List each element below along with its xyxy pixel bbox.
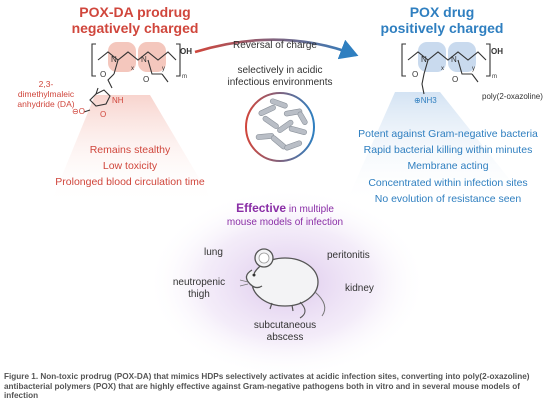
right-o-label-1: O [412, 70, 419, 79]
drug-properties: Potent against Gram-negative bacteria Ra… [348, 126, 548, 207]
blue-highlight-fan [345, 92, 530, 205]
arrow-label: Reversal of charge [233, 40, 317, 51]
left-n-label-2: N [141, 55, 147, 64]
drug-property: Concentrated within infection sites [368, 176, 528, 189]
site-subcutaneous-abscess: subcutaneous abscess [245, 320, 325, 344]
right-o-label-2: O [452, 75, 459, 84]
site-neutropenic: neutropenic [172, 277, 226, 288]
effective-bold: Effective [236, 201, 287, 215]
site-subcutaneous: subcutaneous [253, 320, 317, 331]
bacteria-icon [245, 92, 315, 162]
condition-line2: infectious environments [227, 77, 333, 88]
right-sub-y: y [472, 66, 475, 72]
right-oh-label: OH [491, 47, 503, 56]
drug-title-line2: positively charged [380, 20, 504, 36]
drug-property: No evolution of resistance seen [374, 192, 522, 205]
arrow-icon [194, 38, 359, 60]
drug-property: Membrane acting [407, 160, 489, 173]
site-peritonitis: peritonitis [327, 250, 370, 261]
effective-line1: Effective in multiple [195, 202, 375, 216]
prodrug-property: Prolonged blood circulation time [55, 176, 205, 189]
drug-property: Rapid bacterial killing within minutes [363, 144, 533, 157]
drug-title: POX drug positively charged [372, 4, 512, 36]
left-o-minus-label: ⊖O [72, 107, 85, 116]
left-sub-x: x [131, 66, 134, 72]
drug-property: Potent against Gram-negative bacteria [358, 128, 538, 140]
pox-structure [401, 42, 491, 95]
prodrug-title-line2: negatively charged [71, 20, 199, 36]
effective-heading: Effective in multiple mouse models of in… [195, 202, 375, 229]
left-nh-label: NH [112, 96, 124, 105]
left-o-label-1: O [100, 70, 107, 79]
drug-title-line1: POX drug [409, 4, 475, 20]
prodrug-title: POX-DA prodrug negatively charged [70, 4, 200, 36]
condition-label: selectively in acidic infectious environ… [205, 65, 355, 89]
figure-caption: Figure 1. Non-toxic prodrug (POX-DA) tha… [4, 372, 530, 401]
effective-rest: in multiple [286, 204, 334, 215]
left-sub-y: y [162, 66, 165, 72]
prodrug-properties: Remains stealthy Low toxicity Prolonged … [30, 142, 230, 191]
da-label-line2: anhydride (DA) [17, 99, 75, 109]
site-neutropenic-thigh: neutropenic thigh [164, 277, 234, 301]
site-lung: lung [204, 247, 223, 258]
red-highlight-fan [50, 95, 215, 205]
mouse-icon [239, 248, 326, 319]
site-thigh: thigh [188, 289, 210, 300]
prodrug-property: Low toxicity [102, 160, 158, 173]
prodrug-title-line1: POX-DA prodrug [79, 4, 191, 20]
condition-line1: selectively in acidic [237, 65, 323, 76]
right-sub-m: m [492, 74, 497, 80]
prodrug-property: Remains stealthy [89, 144, 171, 156]
da-label: 2,3-dimethylmaleic anhydride (DA) [12, 79, 80, 109]
pox-da-structure [83, 42, 181, 113]
left-o-label-3: O [100, 110, 107, 119]
left-n-label-1: N [111, 55, 117, 64]
effective-line2: mouse models of infection [226, 217, 344, 228]
right-nh3-label: ⊕NH3 [414, 96, 437, 105]
left-sub-m: m [182, 74, 187, 80]
site-abscess: abscess [266, 332, 304, 343]
left-o-label-2: O [143, 75, 150, 84]
site-kidney: kidney [345, 283, 374, 294]
left-oh-label: OH [180, 47, 192, 56]
polymer-label: poly(2-oxazoline) [482, 92, 543, 101]
right-n-label-2: N [451, 55, 457, 64]
da-label-line1: 2,3-dimethylmaleic [17, 79, 75, 99]
right-n-label-1: N [421, 55, 427, 64]
right-sub-x: x [441, 66, 444, 72]
